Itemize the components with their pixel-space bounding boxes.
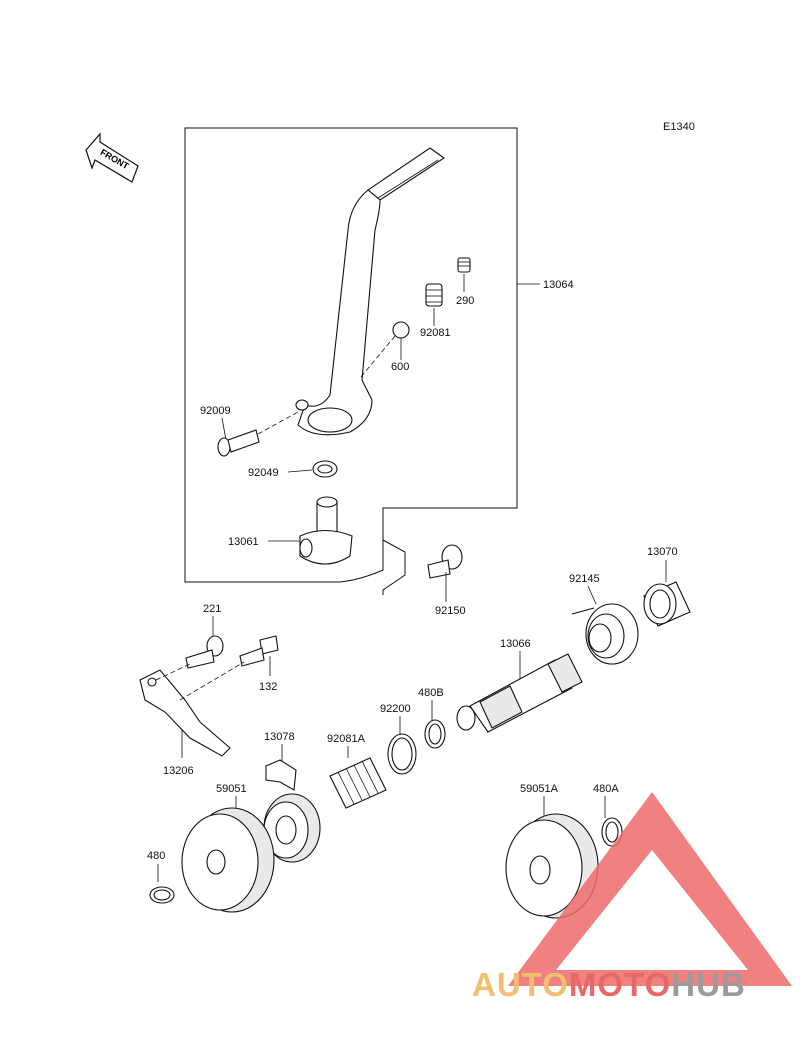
- svg-text:13070: 13070: [647, 546, 678, 558]
- svg-text:92145: 92145: [569, 573, 600, 585]
- part-92081A: 92081A: [327, 733, 387, 809]
- watermark-auto: AUTO: [472, 966, 569, 1003]
- part-92145: 92145: [569, 573, 639, 665]
- svg-text:59051: 59051: [216, 783, 247, 795]
- assembly-box-13064: [184, 127, 518, 583]
- part-13078: 13078: [263, 731, 321, 863]
- svg-text:13061: 13061: [228, 536, 259, 548]
- watermark-moto: MOTO: [569, 966, 671, 1003]
- svg-text:13206: 13206: [163, 765, 194, 777]
- part-59051A: 59051A: [505, 783, 599, 919]
- part-13061: 13061: [228, 496, 353, 565]
- part-600: 600: [359, 321, 410, 379]
- svg-text:13078: 13078: [264, 731, 295, 743]
- part-59051: 59051: [181, 783, 275, 913]
- label-13064: 13064: [543, 279, 574, 291]
- diagram-code: E1340: [663, 121, 695, 133]
- svg-text:221: 221: [203, 603, 221, 615]
- svg-text:92081: 92081: [420, 327, 451, 339]
- part-132: 132: [239, 635, 279, 693]
- part-13070: 13070: [643, 546, 691, 627]
- part-92081: 92081: [420, 283, 451, 339]
- part-92150: 92150: [427, 544, 466, 617]
- front-arrow-icon: FRONT: [85, 132, 139, 183]
- part-480B: 480B: [418, 687, 446, 749]
- svg-text:92009: 92009: [200, 405, 231, 417]
- part-13206: 13206: [139, 661, 245, 777]
- svg-text:92081A: 92081A: [327, 733, 366, 745]
- svg-text:92150: 92150: [435, 605, 466, 617]
- svg-text:59051A: 59051A: [520, 783, 559, 795]
- part-92200: 92200: [380, 703, 417, 775]
- svg-text:13066: 13066: [500, 638, 531, 650]
- svg-text:290: 290: [456, 295, 474, 307]
- svg-text:480: 480: [147, 850, 165, 862]
- kick-pedal-lever: [295, 147, 445, 436]
- part-480A: 480A: [593, 783, 623, 847]
- part-92009: 92009: [200, 405, 299, 457]
- watermark-hub: HUB: [671, 966, 746, 1003]
- svg-text:480B: 480B: [418, 687, 444, 699]
- automotohub-watermark: AUTOMOTOHUB: [472, 792, 792, 1003]
- svg-text:AUTOMOTOHUB: AUTOMOTOHUB: [472, 966, 746, 1003]
- svg-text:92049: 92049: [248, 467, 279, 479]
- part-13066: 13066: [456, 638, 583, 733]
- part-221: 221: [185, 603, 224, 669]
- part-92049: 92049: [248, 460, 338, 479]
- part-480: 480: [147, 850, 175, 904]
- svg-text:92200: 92200: [380, 703, 411, 715]
- svg-text:480A: 480A: [593, 783, 619, 795]
- svg-text:600: 600: [391, 361, 409, 373]
- part-290: 290: [456, 257, 474, 307]
- svg-text:132: 132: [259, 681, 277, 693]
